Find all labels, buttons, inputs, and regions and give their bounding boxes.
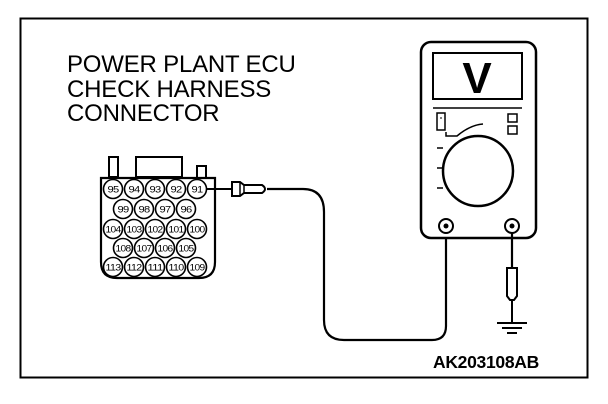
connector-pin-93 <box>144 178 166 200</box>
connector-pin-label-99: 99 <box>118 205 129 216</box>
connector-latch-left <box>108 156 119 178</box>
connector-pin-label-92: 92 <box>171 185 182 196</box>
connector-pin-112 <box>123 256 145 278</box>
ecu-connector: 95 94 93 92 91 99 98 97 96 104 103 102 101 100 108 107 1… <box>99 156 217 280</box>
test-probe-icon <box>207 181 266 197</box>
connector-pin-98 <box>133 198 155 220</box>
connector-pin-113 <box>102 256 124 278</box>
figure-border <box>19 17 589 379</box>
connector-key <box>135 156 183 178</box>
connector-pin-label-113: 113 <box>106 263 121 274</box>
connector-pin-label-103: 103 <box>127 225 142 236</box>
connector-pin-label-109: 109 <box>190 263 205 274</box>
connector-pin-label-102: 102 <box>148 225 163 236</box>
connector-pin-94 <box>123 178 145 200</box>
meter-button-2 <box>507 125 518 135</box>
meter-button-1 <box>507 113 518 123</box>
connector-pin-label-95: 95 <box>108 185 119 196</box>
meter-switch <box>436 112 446 131</box>
connector-pin-label-100: 100 <box>190 225 205 236</box>
connector-pin-104 <box>102 218 124 240</box>
connector-pin-102 <box>144 218 166 240</box>
connector-pin-97 <box>154 198 176 220</box>
connector-pin-99 <box>112 198 134 220</box>
title-line-2: CHECK HARNESS <box>67 75 272 103</box>
connector-title: POWER PLANT ECU CHECK HARNESS CONNECTOR <box>67 51 296 127</box>
connector-pin-108 <box>112 237 134 259</box>
connector-pin-label-91: 91 <box>192 185 203 196</box>
connector-pin-label-107: 107 <box>137 244 152 255</box>
connector-pin-label-105: 105 <box>179 244 194 255</box>
connector-pin-label-94: 94 <box>129 185 140 196</box>
connector-pin-107 <box>133 237 155 259</box>
test-lead-wire <box>267 187 448 342</box>
connector-pin-label-98: 98 <box>139 205 150 216</box>
connector-pin-label-97: 97 <box>160 205 171 216</box>
connector-pin-106 <box>154 237 176 259</box>
connector-latch-right <box>196 165 207 179</box>
connector-pin-109 <box>186 256 208 278</box>
connector-pin-label-104: 104 <box>106 225 121 236</box>
connector-pin-96 <box>175 198 197 220</box>
meter-display-symbol: V <box>462 54 492 103</box>
ground-symbol-icon <box>497 322 527 334</box>
voltmeter-icon <box>419 40 538 240</box>
title-line-1: POWER PLANT ECU <box>67 51 296 78</box>
connector-pin-111 <box>144 256 166 278</box>
ground-probe <box>506 267 518 301</box>
connector-pin-100 <box>186 218 208 240</box>
figure-code: AK203108AB <box>433 352 539 372</box>
title-line-3: CONNECTOR <box>67 100 220 127</box>
connector-pin-91 <box>186 178 208 200</box>
connector-pin-103 <box>123 218 145 240</box>
connector-pin-101 <box>165 218 187 240</box>
connector-pin-label-101: 101 <box>169 225 184 236</box>
meter-dial <box>441 134 515 208</box>
connector-pin-label-110: 110 <box>169 263 184 274</box>
connector-pins: 95 94 93 92 91 99 98 97 96 104 103 102 101 100 108 107 1… <box>102 178 208 278</box>
connector-pin-105 <box>175 237 197 259</box>
connector-pin-label-112: 112 <box>127 263 142 274</box>
connector-pin-label-106: 106 <box>158 244 173 255</box>
connector-pin-95 <box>102 178 124 200</box>
connector-pin-label-111: 111 <box>148 263 163 274</box>
connector-pin-label-96: 96 <box>181 205 192 216</box>
connector-pin-110 <box>165 256 187 278</box>
connector-pin-label-108: 108 <box>116 244 131 255</box>
connector-pin-92 <box>165 178 187 200</box>
connector-pin-label-93: 93 <box>150 185 161 196</box>
meter-display <box>432 52 523 100</box>
